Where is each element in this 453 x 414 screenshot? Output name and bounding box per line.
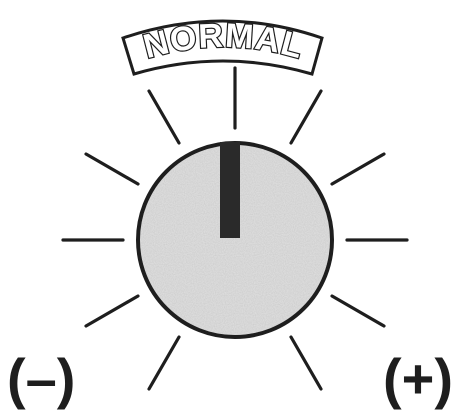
plus-label: (+)	[383, 347, 453, 410]
tick-mark	[332, 154, 384, 184]
minus-label: (–)	[7, 347, 75, 410]
tick-mark	[291, 91, 321, 143]
tick-mark	[291, 337, 321, 389]
knob	[138, 142, 332, 337]
tick-mark	[86, 296, 138, 326]
tick-mark	[149, 91, 179, 143]
tick-mark	[332, 296, 384, 326]
tick-mark	[86, 154, 138, 184]
tick-mark	[149, 337, 179, 389]
knob-pointer	[220, 142, 240, 238]
normal-banner: NORMAL	[123, 17, 322, 74]
